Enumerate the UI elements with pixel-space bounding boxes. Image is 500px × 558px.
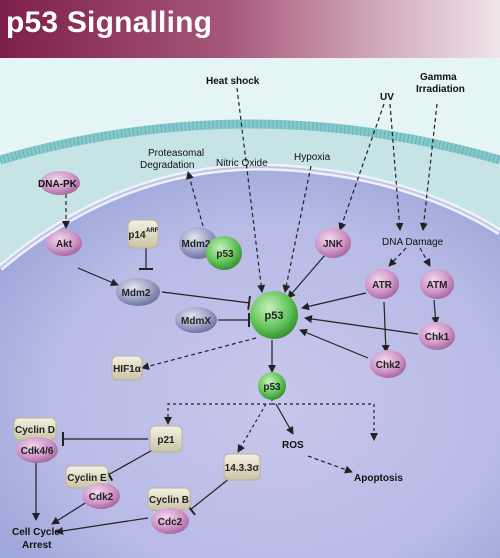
atr-node[interactable] (365, 269, 399, 299)
proteasomal-label-line1: Proteasomal (148, 148, 204, 159)
p53-complex-label: p53 (216, 249, 234, 260)
edge-uv-dnadamage (389, 103, 404, 231)
sigma-node[interactable] (223, 453, 261, 481)
arrest-label-line2: Arrest (22, 540, 52, 551)
cell-membrane (0, 119, 500, 165)
cdk46-node[interactable] (16, 437, 58, 463)
edge-jnk-p53 (287, 254, 326, 299)
edge-mdm2-p53 (161, 291, 251, 310)
cdc2-label: Cdc2 (158, 517, 183, 528)
edge-p53-apoptosis (272, 403, 378, 441)
edges (32, 87, 440, 535)
page-title: p53 Signalling (6, 6, 213, 39)
edge-gamma-dnadamage (419, 103, 438, 231)
edge-p21-cdk2 (104, 447, 157, 482)
edge-heatshock-p53 (236, 87, 266, 293)
atr-label: ATR (372, 280, 393, 291)
p14-label: p14 (128, 230, 146, 241)
p21-node[interactable] (149, 425, 183, 453)
hif1a-node[interactable] (111, 355, 143, 381)
edge-hypoxia-p53 (282, 165, 312, 293)
nucleus (0, 167, 500, 558)
edge-cdc2-arrest (55, 517, 149, 535)
edge-ros-apoptosis (307, 455, 353, 474)
dna-pk-label: DNA-PK (38, 179, 78, 190)
p53-complex-node[interactable] (206, 236, 242, 270)
edge-dnadamage-atm (419, 247, 431, 267)
edge-uv-jnk (338, 103, 385, 231)
jnk-node[interactable] (315, 228, 351, 258)
p14arf-node[interactable] (127, 219, 159, 249)
mdm2-complex-label: Mdm2 (182, 239, 211, 250)
p53-main-node[interactable] (250, 291, 298, 339)
edge-p53-p21 (164, 398, 273, 425)
edge-chk2-p53 (299, 328, 369, 359)
edge-atr-chk2 (381, 301, 390, 353)
hypoxia-label: Hypoxia (294, 152, 331, 163)
edge-atr-p53 (301, 292, 367, 311)
edge-atm-chk1 (431, 299, 440, 325)
cdk2-node[interactable] (82, 483, 120, 509)
edge-sigma-cdc2 (185, 477, 231, 516)
title-banner: p53 Signalling (0, 0, 500, 58)
cdk46-label: Cdk4/6 (21, 446, 54, 457)
nitric-oxide-label: Nitric Oxide (216, 158, 268, 169)
dna-pk-node[interactable] (40, 171, 80, 195)
gamma-label-line2: Irradiation (416, 84, 465, 95)
mdm2-label: Mdm2 (122, 288, 151, 299)
edge-chk1-p53 (304, 315, 419, 335)
mdmx-label: MdmX (181, 316, 211, 327)
uv-label: UV (380, 92, 394, 103)
proteasomal-label-line2: Degradation (140, 160, 194, 171)
arrest-label-line1: Cell Cycle (12, 527, 60, 538)
edge-akt-mdm2 (77, 267, 119, 286)
chk1-node[interactable] (419, 322, 455, 350)
atm-node[interactable] (420, 269, 454, 299)
dna-damage-label: DNA Damage (382, 237, 444, 248)
cyclin-e-label: Cyclin E (67, 473, 107, 484)
p53-nuclear-node[interactable] (258, 372, 286, 400)
cyclin-b-label: Cyclin B (149, 495, 189, 506)
mdm2-node[interactable] (116, 278, 160, 306)
edge-cdk2-arrest (51, 499, 91, 525)
edge-p53-hif1a (141, 337, 257, 371)
p53-main-label: p53 (265, 310, 284, 322)
mdmx-node[interactable] (175, 307, 217, 333)
akt-label: Akt (56, 239, 73, 250)
chk2-label: Chk2 (376, 360, 401, 371)
p53-nuclear-label: p53 (263, 382, 281, 393)
edge-p53-ros (275, 403, 294, 435)
ros-label: ROS (282, 440, 304, 451)
edge-mdm2p53-degradation (186, 171, 204, 227)
apoptosis-label: Apoptosis (354, 473, 403, 484)
chk2-node[interactable] (370, 350, 406, 378)
cdk2-label: Cdk2 (89, 492, 114, 503)
gamma-label-line1: Gamma (420, 72, 457, 83)
cyclin-d-label: Cyclin D (15, 425, 55, 436)
chk1-label: Chk1 (425, 332, 450, 343)
sigma-label: 14.3.3σ (225, 463, 260, 474)
heat-shock-label: Heat shock (206, 76, 260, 87)
jnk-label: JNK (323, 239, 344, 250)
p14-superscript: ARF (146, 228, 159, 234)
p21-label: p21 (157, 435, 175, 446)
hif1a-label: HIF1α (113, 364, 142, 375)
cdc2-node[interactable] (151, 508, 189, 534)
atm-label: ATM (427, 280, 448, 291)
akt-node[interactable] (46, 230, 82, 256)
